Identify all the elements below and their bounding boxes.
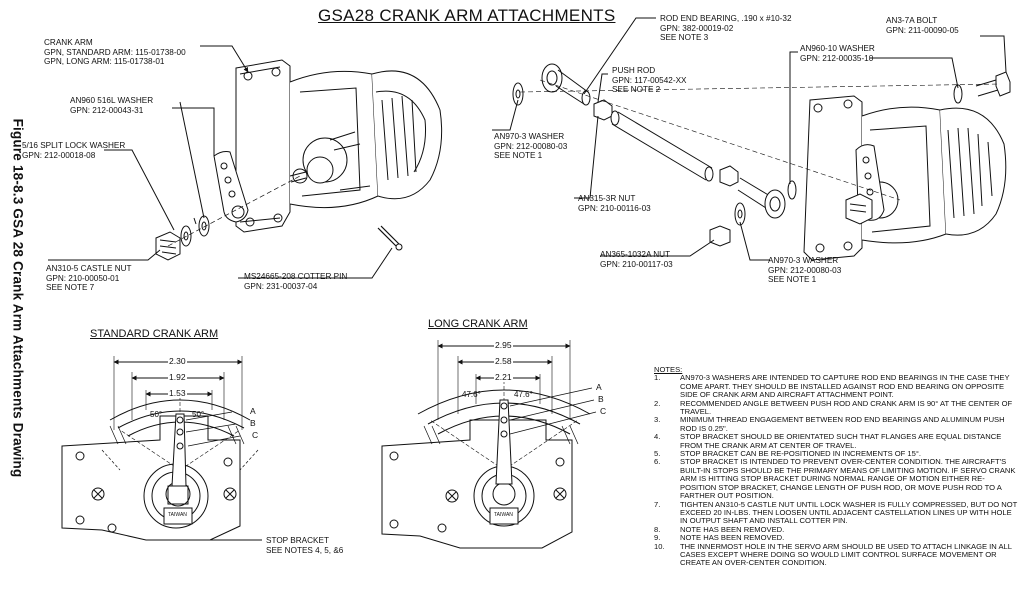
standard-dim-inner: 1.53 (168, 388, 187, 398)
standard-dim-outer: 2.30 (168, 356, 187, 366)
push-rod (610, 110, 714, 182)
page-title: GSA28 CRANK ARM ATTACHMENTS (318, 6, 616, 25)
standard-arm-title: STANDARD CRANK ARM (90, 328, 219, 340)
long-arm-view (381, 340, 597, 549)
note-item: 5.STOP BRACKET CAN BE RE-POSITIONED IN I… (654, 449, 922, 459)
long-arm-title: LONG CRANK ARM (428, 318, 528, 330)
an365-nut (709, 225, 731, 247)
long-angle-left: 47.6° (462, 390, 481, 399)
note-item: 10.THE INNERMOST HOLE IN THE SERVO ARM S… (654, 541, 1012, 568)
standard-hole-c: C (252, 430, 259, 440)
standard-hole-a: A (250, 406, 256, 416)
rod-end-bearing-bottom (737, 177, 786, 219)
an3-bolt (975, 71, 1011, 97)
notes-block: NOTES: 1.AN970-3 WASHERS ARE INTENDED TO… (654, 365, 1020, 568)
note-item: 8.NOTE HAS BEEN REMOVED. (654, 524, 785, 534)
note-item: 6.STOP BRACKET IS INTENDED TO PREVENT OV… (654, 457, 1016, 501)
long-taiwan-label: TAIWAN (494, 512, 513, 518)
note-item: 9.NOTE HAS BEEN REMOVED. (654, 533, 785, 543)
note-item: 4.STOP BRACKET SHOULD BE ORIENTATED SUCH… (654, 432, 1002, 450)
standard-taiwan-label: TAIWAN (168, 512, 187, 518)
standard-dim-middle: 1.92 (168, 372, 187, 382)
notes-list: 1.AN970-3 WASHERS ARE INTENDED TO CAPTUR… (654, 374, 1020, 567)
castle-nut-right (845, 193, 873, 225)
long-dim-middle: 2.58 (494, 356, 513, 366)
note-item: 2.RECOMMENDED ANGLE BETWEEN PUSH ROD AND… (654, 398, 1013, 417)
figure-caption: Figure 18-8.3 GSA 28 Crank Arm Attachmen… (10, 118, 26, 478)
note-item: 3.MINIMUM THREAD ENGAGEMENT BETWEEN ROD … (654, 415, 1005, 433)
rod-end-bearing-top (541, 63, 591, 106)
long-hole-b: B (598, 394, 604, 404)
jam-nut-bottom (719, 165, 739, 187)
long-hole-c: C (600, 406, 607, 416)
standard-arm-view (61, 356, 262, 541)
servo-right-drawing (803, 95, 1007, 261)
note-item: 1.AN970-3 WASHERS ARE INTENDED TO CAPTUR… (654, 373, 1010, 400)
long-dim-inner: 2.21 (494, 372, 513, 382)
notes-header: NOTES: (654, 365, 683, 374)
long-angle-right: 47.6° (514, 390, 533, 399)
servo-left-drawing (235, 59, 443, 233)
long-dim-outer: 2.95 (494, 340, 513, 350)
note-item: 7.TIGHTEN AN310-5 CASTLE NUT UNTIL LOCK … (654, 499, 1018, 526)
standard-angle-left: 50° (150, 410, 163, 419)
standard-angle-right: 50° (192, 410, 205, 419)
long-hole-a: A (596, 382, 602, 392)
standard-hole-b: B (250, 418, 256, 428)
